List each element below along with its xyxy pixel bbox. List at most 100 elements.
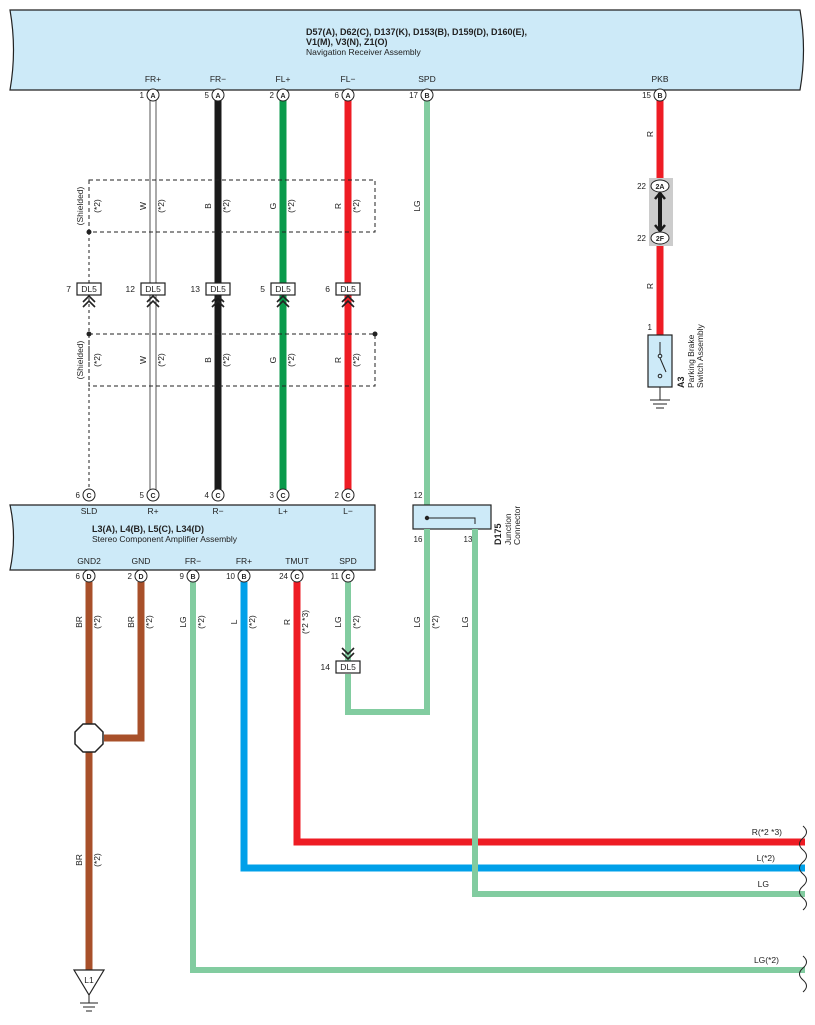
wire-label-b-upper: B xyxy=(203,203,213,209)
svg-text:LG: LG xyxy=(178,616,188,627)
svg-text:13: 13 xyxy=(464,535,473,544)
svg-text:(*2): (*2) xyxy=(430,615,440,629)
right-outputs: R(*2 *3) L(*2) LG LG(*2) xyxy=(752,825,807,993)
svg-text:2: 2 xyxy=(335,491,340,500)
navigation-receiver-assembly: D57(A), D62(C), D137(K), D153(B), D159(D… xyxy=(9,9,805,91)
svg-text:3: 3 xyxy=(270,491,275,500)
amp-pin-label-spd: SPD xyxy=(339,556,356,566)
svg-text:A: A xyxy=(215,93,220,100)
svg-text:A: A xyxy=(345,93,350,100)
svg-text:(*2): (*2) xyxy=(196,615,206,629)
svg-text:2F: 2F xyxy=(656,236,665,243)
amp-pin-label-rminus: R− xyxy=(212,506,223,516)
svg-text:10: 10 xyxy=(226,572,235,581)
amp-pin-label-frminus: FR− xyxy=(185,556,201,566)
svg-text:16: 16 xyxy=(414,535,423,544)
wires-top xyxy=(88,100,664,505)
output-label-lg2: LG(*2) xyxy=(754,955,779,965)
shielded-label-lower: (Shielded) xyxy=(75,340,85,379)
svg-text:C: C xyxy=(345,574,350,581)
parking-brake-code: A3 xyxy=(676,376,686,388)
svg-text:5: 5 xyxy=(140,491,145,500)
svg-text:13: 13 xyxy=(191,284,201,294)
star2-r-upper: (*2) xyxy=(351,199,361,213)
svg-text:L: L xyxy=(229,619,239,624)
svg-text:LG: LG xyxy=(412,616,422,627)
svg-text:14: 14 xyxy=(321,662,331,672)
amp-pin-label-gnd2: GND2 xyxy=(77,556,101,566)
parking-brake-section: R R 2A 22 2F 22 1 A3 Parking Bra xyxy=(637,131,705,409)
svg-text:4: 4 xyxy=(205,491,210,500)
svg-text:B: B xyxy=(657,93,662,100)
ground-l1: L1 xyxy=(72,969,106,1012)
amp-pin-label-sld: SLD xyxy=(81,506,98,516)
svg-text:DL5: DL5 xyxy=(145,284,161,294)
svg-text:2: 2 xyxy=(128,572,133,581)
svg-text:DL5: DL5 xyxy=(81,284,97,294)
star2-shield-lower: (*2) xyxy=(92,353,102,367)
svg-text:BR: BR xyxy=(74,616,84,628)
svg-text:C: C xyxy=(215,493,220,500)
star2-g-upper: (*2) xyxy=(286,199,296,213)
svg-text:2: 2 xyxy=(270,91,275,100)
star2-b-lower: (*2) xyxy=(221,353,231,367)
svg-text:DL5: DL5 xyxy=(275,284,291,294)
svg-text:R: R xyxy=(282,619,292,625)
relay-pin-2f: 2F 22 xyxy=(637,231,670,245)
amp-pin-label-lplus: L+ xyxy=(278,506,288,516)
dl5-connector-14: DL5 14 xyxy=(321,647,361,674)
svg-text:(*2): (*2) xyxy=(144,615,154,629)
dl5-connector-7: DL5 7 xyxy=(66,282,102,296)
svg-text:1: 1 xyxy=(648,323,653,332)
amp-pin-label-tmut: TMUT xyxy=(285,556,309,566)
nav-receiver-name: Navigation Receiver Assembly xyxy=(306,47,422,57)
star2-b-upper: (*2) xyxy=(221,199,231,213)
svg-text:(*2 *3): (*2 *3) xyxy=(300,610,310,634)
wire-label-lg-spd: LG xyxy=(412,200,422,211)
svg-text:BR: BR xyxy=(74,854,84,866)
wire-label-r-pkb-2: R xyxy=(645,283,655,289)
bottom-wire-labels: BR (*2) BR (*2) LG (*2) L (*2) R (*2 *3)… xyxy=(74,610,470,867)
shield-lower: (Shielded) (*2) W (*2) B (*2) G (*2) R (… xyxy=(75,331,378,387)
wire-label-r-lower: R xyxy=(333,357,343,363)
svg-text:L1: L1 xyxy=(84,975,94,985)
amp-bottom-pin-circles: D 6 D 2 B 9 B 10 C 24 C 11 xyxy=(76,569,355,583)
svg-text:DL5: DL5 xyxy=(340,662,356,672)
junction-name-2: Connector xyxy=(512,506,522,545)
svg-text:(*2): (*2) xyxy=(92,853,102,867)
splice-point xyxy=(74,723,104,753)
dl5-connector-13: DL5 13 xyxy=(191,282,231,296)
stereo-amplifier-assembly: SLD R+ R− L+ L− L3(A), L4(B), L5(C), L34… xyxy=(9,504,376,571)
junction-code: D175 xyxy=(493,523,503,545)
nav-receiver-codes-2: V1(M), V3(N), Z1(O) xyxy=(306,37,388,47)
svg-text:12: 12 xyxy=(414,491,423,500)
svg-text:B: B xyxy=(424,93,429,100)
svg-text:5: 5 xyxy=(205,91,210,100)
amp-name: Stereo Component Amplifier Assembly xyxy=(92,534,238,544)
dl5-connector-5: DL5 5 xyxy=(260,282,296,296)
svg-text:22: 22 xyxy=(637,234,646,243)
star2-shield-upper: (*2) xyxy=(92,199,102,213)
amp-codes: L3(A), L4(B), L5(C), L34(D) xyxy=(92,524,204,534)
svg-text:2A: 2A xyxy=(656,184,665,191)
svg-text:LG: LG xyxy=(333,616,343,627)
nav-pin-label-frminus: FR− xyxy=(210,74,226,84)
svg-text:A: A xyxy=(150,93,155,100)
svg-text:11: 11 xyxy=(331,572,340,581)
nav-pin-circles: A 1 A 5 A 2 A 6 B 17 B 15 xyxy=(140,88,667,102)
svg-text:15: 15 xyxy=(642,91,651,100)
svg-text:DL5: DL5 xyxy=(340,284,356,294)
wire-label-g-lower: G xyxy=(268,357,278,364)
amp-pin-label-frplus: FR+ xyxy=(236,556,252,566)
wire-label-r-pkb-1: R xyxy=(645,131,655,137)
svg-text:9: 9 xyxy=(180,572,185,581)
nav-pin-label-flminus: FL− xyxy=(341,74,356,84)
svg-text:1: 1 xyxy=(140,91,145,100)
star2-r-lower: (*2) xyxy=(351,353,361,367)
svg-text:6: 6 xyxy=(76,572,81,581)
dl5-connector-12: DL5 12 xyxy=(126,282,166,296)
svg-text:B: B xyxy=(190,574,195,581)
star2-w-upper: (*2) xyxy=(156,199,166,213)
svg-text:7: 7 xyxy=(66,284,71,294)
